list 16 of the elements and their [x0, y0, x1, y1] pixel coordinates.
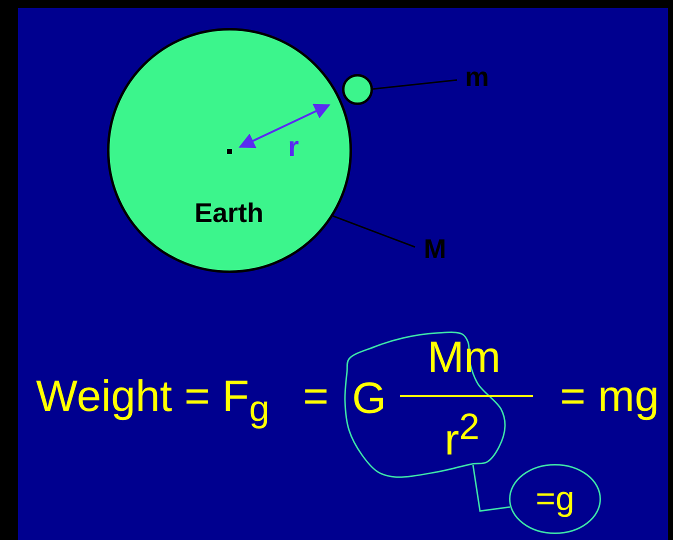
equation-text: = [303, 375, 329, 419]
leader-line [372, 79, 458, 90]
highlight-ellipse [509, 464, 601, 534]
constant-symbol: G [352, 377, 386, 421]
denominator-text: r$^{2}$ [444, 409, 480, 463]
planet-label: Earth [194, 200, 264, 227]
equation-text: Weight = F$_{g}$ [36, 375, 270, 428]
mass-label: M [418, 233, 452, 265]
radius-label: r [288, 133, 299, 161]
connector-line [472, 464, 510, 512]
equation-text: = mg [560, 375, 660, 419]
leader-line [332, 215, 416, 248]
mass-label: m [460, 62, 494, 92]
equation-text: =g [536, 482, 574, 516]
planet-circle [107, 28, 352, 273]
highlight-outline [343, 331, 508, 480]
